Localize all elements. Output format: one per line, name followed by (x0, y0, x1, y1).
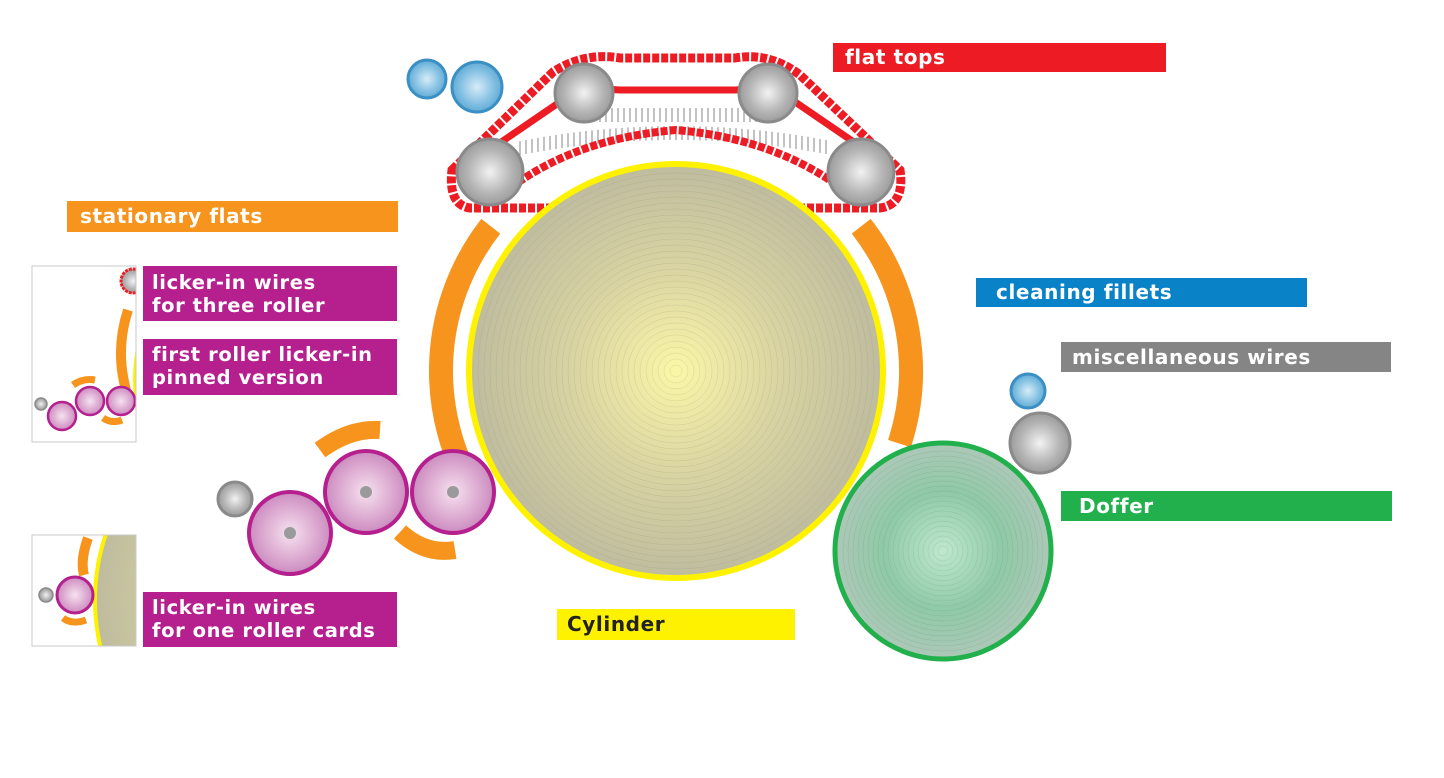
licker-in-hub (360, 486, 372, 498)
flat-tops-roller (826, 137, 896, 207)
label-miscellaneous-wires: miscellaneous wires (1061, 342, 1391, 372)
cylinder-texture (477, 172, 875, 570)
doffer-disc (832, 440, 1054, 662)
label-first-roller-line2: pinned version (152, 366, 324, 389)
licker-in-assembly (216, 420, 496, 576)
label-flat-tops: flat tops (833, 43, 1166, 72)
cylinder (466, 161, 886, 581)
label-first-roller-line1: first roller licker-in (152, 343, 373, 366)
cylinder-disc (466, 161, 886, 581)
inset-one-roller (32, 535, 136, 646)
label-stationary-flats-text: stationary flats (80, 204, 263, 228)
misc-wire-roller (1008, 411, 1072, 475)
licker-in-arc-bottom (393, 525, 457, 560)
label-cylinder: Cylinder (557, 609, 795, 640)
label-cleaning-fillets: cleaning fillets (976, 278, 1307, 307)
label-one-roller-line1: licker-in wires (152, 596, 316, 619)
licker-in-hub (284, 527, 296, 539)
label-cleaning-fillets-text: cleaning fillets (996, 280, 1173, 304)
flat-tops-belt-inner (473, 86, 882, 163)
label-three-roller: licker-in wires for three roller (143, 266, 397, 321)
stationary-flats-right-arc (851, 218, 923, 448)
doffer (832, 440, 1054, 662)
label-stationary-flats: stationary flats (67, 201, 398, 232)
label-cylinder-text: Cylinder (567, 612, 666, 636)
label-doffer: Doffer (1061, 491, 1392, 521)
cleaning-fillet-roller (406, 58, 448, 100)
inset-three-roller (32, 266, 136, 442)
label-first-roller: first roller licker-in pinned version (143, 339, 397, 395)
doffer-texture (842, 450, 1044, 652)
cleaning-fillet-roller (450, 60, 504, 114)
licker-in-hub (447, 486, 459, 498)
flat-tops-roller (455, 137, 525, 207)
flat-tops-belt-lower (487, 125, 865, 208)
inset-three-roller-frame (31, 265, 137, 443)
cleaning-fillet-roller (1009, 372, 1047, 410)
flat-tops-belt-outer (446, 52, 906, 213)
flat-tops-rollers (455, 62, 896, 207)
label-one-roller-line2: for one roller cards (152, 619, 376, 642)
label-three-roller-line1: licker-in wires (152, 271, 316, 294)
label-doffer-text: Doffer (1079, 494, 1154, 518)
inset-one-roller-frame (31, 534, 137, 647)
licker-in-arc-top (314, 420, 381, 458)
label-one-roller: licker-in wires for one roller cards (143, 592, 397, 647)
flat-tops-roller (553, 62, 615, 124)
label-flat-tops-text: flat tops (845, 45, 946, 69)
label-miscellaneous-wires-text: miscellaneous wires (1072, 345, 1311, 369)
label-three-roller-line2: for three roller (152, 294, 326, 317)
feed-roller (216, 480, 254, 518)
flat-tops-roller (737, 62, 799, 124)
